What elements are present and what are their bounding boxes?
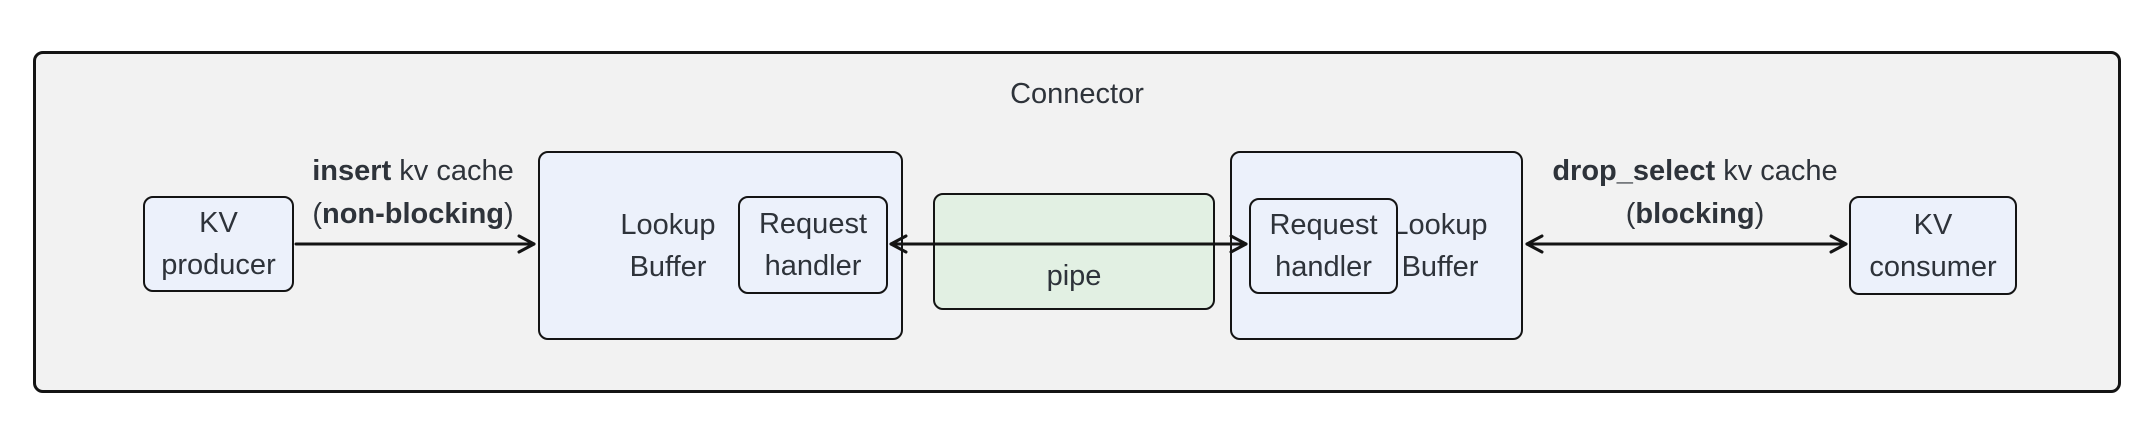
lookup-buffer-right-line2: Buffer [1401,250,1479,283]
connector-title: Connector [1010,78,1144,110]
kv-consumer-label-line1: KV [1913,208,1953,241]
request-handler-left-line1: Request [758,208,867,240]
lookup-buffer-left-label: Lookup Buffer [568,153,768,338]
pipe-label: pipe [1046,260,1102,292]
pipe-node: pipe [933,193,1215,310]
lookup-buffer-left-line2: Buffer [629,250,707,283]
request-handler-left-line2: handler [764,250,862,282]
kv-consumer-label-line2: consumer [1869,250,1997,283]
drop-select-label-line2: (blocking) [1625,198,1765,230]
request-handler-right-node: Request handler [1249,198,1398,294]
kv-producer-node: KV producer [143,196,294,292]
insert-kv-cache-label: insert kv cache (non-blocking) [283,150,543,236]
kv-producer-label-line1: KV [199,207,238,239]
lookup-buffer-right-label: Lookup Buffer [1365,153,1515,338]
insert-label-line1: insert kv cache [312,155,514,187]
insert-label-line2: (non-blocking) [312,198,514,230]
lookup-buffer-left-line1: Lookup [620,208,716,241]
kv-consumer-node: KV consumer [1849,196,2017,295]
lookup-buffer-right-line1: Lookup [1392,208,1488,241]
request-handler-right-line1: Request [1269,209,1378,241]
drop-select-label-line1: drop_select kv cache [1552,155,1838,187]
request-handler-right-line2: handler [1275,251,1372,283]
kv-producer-label-line2: producer [161,249,276,281]
lookup-buffer-left-node: Lookup Buffer [538,151,903,340]
request-handler-left-node: Request handler [738,196,888,294]
drop-select-kv-cache-label: drop_select kv cache (blocking) [1540,150,1850,236]
